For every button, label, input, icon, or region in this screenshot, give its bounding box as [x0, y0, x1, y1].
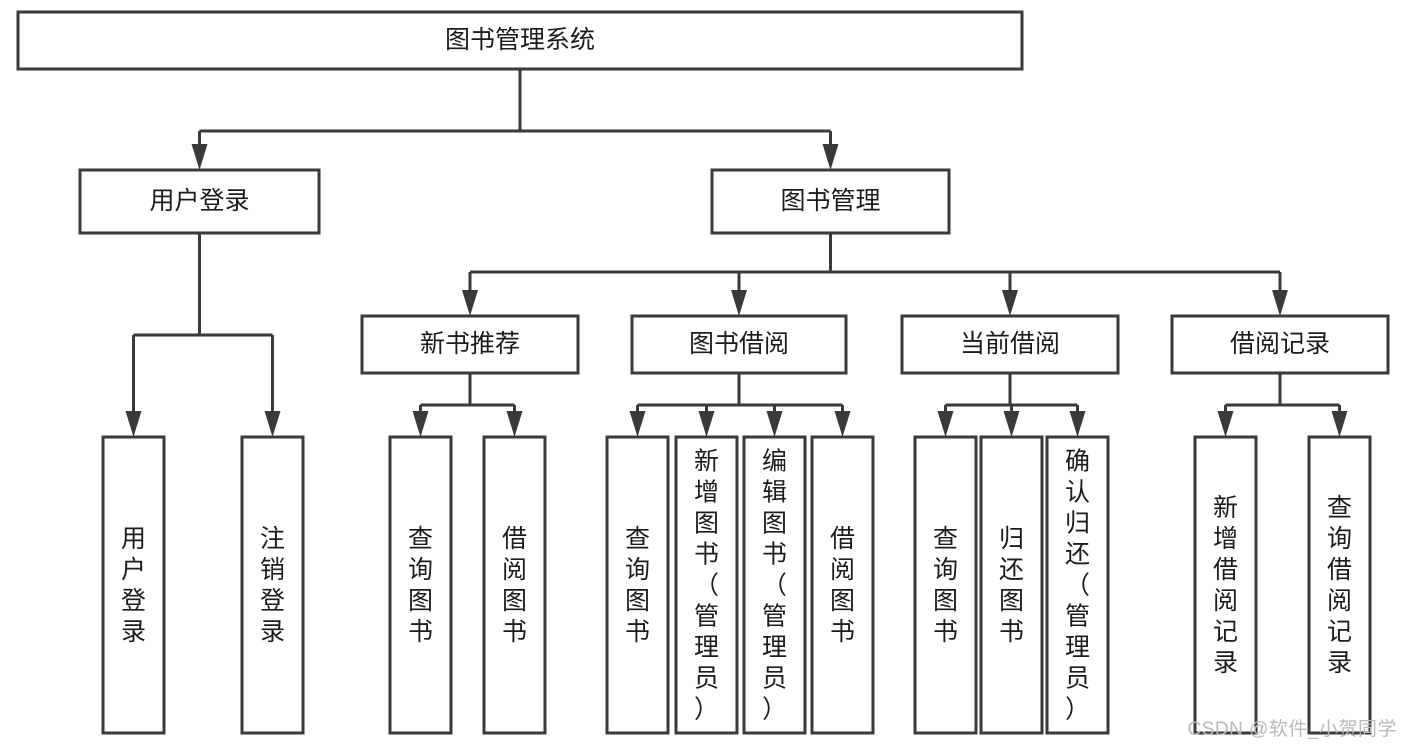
- arrow-head-icon: [191, 144, 208, 170]
- arrow-head-icon: [1217, 411, 1234, 437]
- node-label: 查询图书: [625, 525, 650, 646]
- node-box[interactable]: [605, 435, 670, 735]
- node-box[interactable]: [1045, 435, 1110, 735]
- arrow-head-icon: [937, 411, 954, 437]
- node-label: 借阅图书: [502, 525, 527, 646]
- node-leaf-borrow-book-1[interactable]: 借阅图书: [482, 435, 547, 735]
- connector-layer: [125, 69, 1348, 437]
- node-box[interactable]: [979, 435, 1044, 735]
- node-current-borrow[interactable]: 当前借阅: [900, 314, 1120, 375]
- node-label: 用户登录: [149, 187, 249, 215]
- connector-group-current-borrow: [937, 373, 1086, 437]
- node-box[interactable]: [1307, 435, 1372, 735]
- arrow-head-icon: [822, 144, 839, 170]
- node-leaf-edit-book[interactable]: 编辑图书（管理员）: [742, 435, 807, 735]
- connector-group-new-book-rec: [412, 373, 523, 437]
- node-leaf-query-book-3[interactable]: 查询图书: [913, 435, 978, 735]
- node-box[interactable]: [913, 435, 978, 735]
- node-label: 编辑图书（管理员）: [762, 448, 787, 724]
- arrow-head-icon: [1272, 290, 1288, 316]
- node-box[interactable]: [630, 314, 848, 375]
- node-box[interactable]: [742, 435, 807, 735]
- node-box[interactable]: [1170, 314, 1390, 375]
- node-leaf-borrow-book-2[interactable]: 借阅图书: [810, 435, 875, 735]
- node-label: 查询借阅记录: [1327, 494, 1352, 677]
- connector-group-borrow-record: [1217, 373, 1348, 437]
- node-book-manage[interactable]: 图书管理: [710, 168, 951, 235]
- node-label: 归还图书: [999, 525, 1024, 646]
- node-leaf-return-book[interactable]: 归还图书: [979, 435, 1044, 735]
- node-leaf-add-record[interactable]: 新增借阅记录: [1193, 435, 1258, 735]
- node-box[interactable]: [101, 435, 166, 735]
- node-leaf-query-record[interactable]: 查询借阅记录: [1307, 435, 1372, 735]
- node-box[interactable]: [710, 168, 951, 235]
- node-book-borrow[interactable]: 图书借阅: [630, 314, 848, 375]
- node-leaf-query-book-2[interactable]: 查询图书: [605, 435, 670, 735]
- connector-group-book-borrow: [629, 373, 851, 437]
- node-box[interactable]: [810, 435, 875, 735]
- node-label: 新书推荐: [420, 330, 520, 358]
- node-leaf-user-login[interactable]: 用户登录: [101, 435, 166, 735]
- node-label: 查询图书: [933, 525, 958, 646]
- node-leaf-confirm-return[interactable]: 确认归还（管理员）: [1045, 435, 1110, 735]
- node-label: 查询图书: [408, 525, 433, 646]
- arrow-head-icon: [1331, 411, 1348, 437]
- node-label: 借阅图书: [830, 525, 855, 646]
- arrow-head-icon: [506, 411, 523, 437]
- node-box[interactable]: [674, 435, 739, 735]
- node-box[interactable]: [16, 10, 1024, 71]
- node-box[interactable]: [482, 435, 547, 735]
- node-box[interactable]: [78, 168, 321, 235]
- node-layer: 图书管理系统用户登录图书管理新书推荐图书借阅当前借阅借阅记录用户登录注销登录查询…: [16, 10, 1390, 735]
- node-leaf-add-book[interactable]: 新增图书（管理员）: [674, 435, 739, 735]
- arrow-head-icon: [1003, 411, 1020, 437]
- connector-group-user-login: [125, 233, 281, 437]
- arrow-head-icon: [766, 411, 783, 437]
- arrow-head-icon: [412, 411, 429, 437]
- node-label: 用户登录: [121, 525, 146, 646]
- arrow-head-icon: [629, 411, 646, 437]
- arrow-head-icon: [698, 411, 715, 437]
- node-leaf-logout[interactable]: 注销登录: [240, 435, 305, 735]
- node-root[interactable]: 图书管理系统: [16, 10, 1024, 71]
- arrow-head-icon: [264, 411, 281, 437]
- node-label: 新增借阅记录: [1213, 494, 1238, 677]
- node-new-book-rec[interactable]: 新书推荐: [360, 314, 580, 375]
- node-box[interactable]: [388, 435, 453, 735]
- node-label: 新增图书（管理员）: [694, 448, 719, 724]
- arrow-head-icon: [1069, 411, 1086, 437]
- node-label: 图书借阅: [689, 330, 789, 358]
- connector-group-book-manage: [462, 233, 1288, 316]
- csdn-watermark: CSDN @软件_小贺同学: [1187, 719, 1397, 740]
- node-label: 当前借阅: [960, 330, 1060, 358]
- node-box[interactable]: [1193, 435, 1258, 735]
- node-box[interactable]: [240, 435, 305, 735]
- node-label: 借阅记录: [1230, 330, 1330, 358]
- node-box[interactable]: [900, 314, 1120, 375]
- node-label: 注销登录: [260, 525, 285, 646]
- arrow-head-icon: [125, 411, 142, 437]
- arrow-head-icon: [1002, 290, 1018, 316]
- arrow-head-icon: [834, 411, 851, 437]
- node-borrow-record[interactable]: 借阅记录: [1170, 314, 1390, 375]
- connector-group-root: [191, 69, 839, 170]
- node-user-login[interactable]: 用户登录: [78, 168, 321, 235]
- node-label: 图书管理: [780, 187, 880, 215]
- node-leaf-query-book-1[interactable]: 查询图书: [388, 435, 453, 735]
- arrow-head-icon: [731, 290, 747, 316]
- arrow-head-icon: [462, 290, 478, 316]
- node-box[interactable]: [360, 314, 580, 375]
- node-label: 确认归还（管理员）: [1065, 448, 1090, 724]
- node-label: 图书管理系统: [445, 26, 595, 54]
